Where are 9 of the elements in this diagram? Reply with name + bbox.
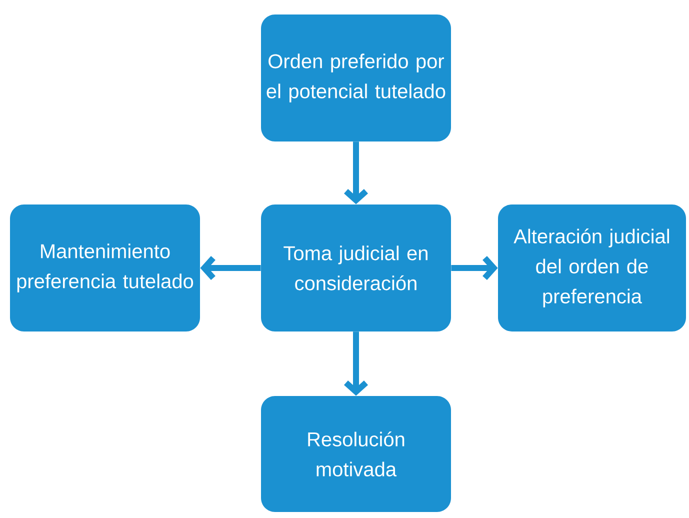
arrow	[200, 256, 261, 280]
process-box: Mantenimiento preferencia tutelado	[10, 204, 200, 332]
process-box: Resolución motivada	[261, 396, 451, 512]
process-box: Orden preferido por el potencial tutelado	[261, 14, 451, 142]
arrow	[344, 142, 368, 204]
arrow	[344, 332, 368, 396]
process-box: Alteración judicial del orden de preferencia	[498, 204, 686, 332]
arrow	[451, 256, 498, 280]
process-box: Toma judicial en consideración	[261, 204, 451, 332]
